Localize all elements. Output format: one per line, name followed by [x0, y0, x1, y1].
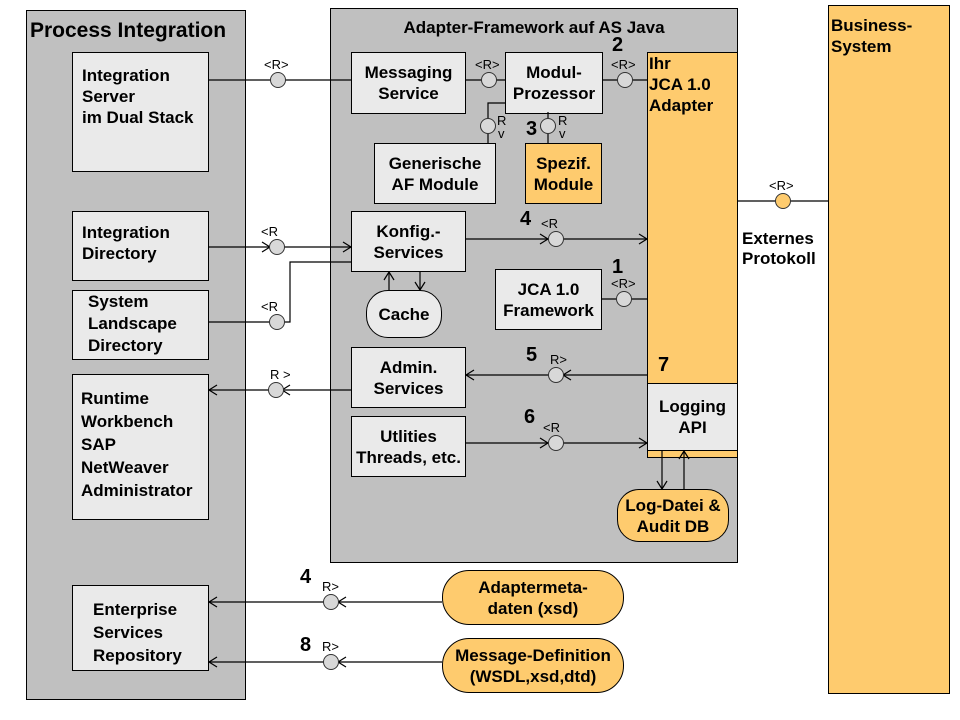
arrow-util-2	[638, 437, 649, 449]
arrow-rwb-1	[207, 384, 218, 396]
rlabel-meta: R>	[322, 579, 339, 594]
generische-af-module[interactable]: Generische AF Module	[374, 143, 496, 204]
jca-framework[interactable]: JCA 1.0 Framework	[495, 269, 602, 330]
rlabel-sld: <R	[261, 299, 278, 314]
interface-meta	[323, 594, 339, 610]
arrow-cache-up	[383, 270, 395, 281]
step-number-7: 7	[658, 354, 670, 376]
message-definition[interactable]: Message-Definition (WSDL,xsd,dtd)	[442, 638, 624, 693]
utilities-threads[interactable]: Utlities Threads, etc.	[351, 416, 466, 477]
line-sld-konfig	[209, 261, 351, 323]
rlabel-utilities: <R	[543, 420, 560, 435]
step-number-4: 4	[520, 208, 532, 230]
interface-spezif	[540, 118, 556, 134]
modul-prozessor[interactable]: Modul- Prozessor	[505, 52, 603, 114]
interface-id	[269, 239, 285, 255]
rlabel-jca-fw: <R>	[611, 276, 636, 291]
interface-generic	[480, 118, 496, 134]
integration-directory[interactable]: Integration Directory	[72, 211, 209, 281]
externes-protokoll-label: Externes Protokoll	[742, 229, 816, 268]
jca-adapter-label: Ihr JCA 1.0 Adapter	[649, 54, 714, 115]
jca-adapter[interactable]: Ihr JCA 1.0 Adapter	[647, 52, 738, 458]
rlabel-rwb: R >	[270, 367, 291, 382]
arrow-msgdef-1	[207, 656, 218, 668]
integration-server[interactable]: Integration Server im Dual Stack	[72, 52, 209, 172]
rlabel-admin: R>	[550, 352, 567, 367]
arrow-log-up	[678, 449, 690, 460]
admin-services[interactable]: Admin. Services	[351, 347, 466, 408]
adapter-framework-title: Adapter-Framework auf AS Java	[403, 18, 665, 37]
interface-is-ms	[270, 72, 286, 88]
rlabel-external: <R>	[769, 178, 794, 193]
interface-msgdef	[323, 654, 339, 670]
interface-konfig	[548, 231, 564, 247]
interface-external	[775, 193, 791, 209]
rlabel-ms-mp: <R>	[475, 57, 500, 72]
konfig-services[interactable]: Konfig.- Services	[351, 211, 466, 272]
rlabel-mp-adapter: <R>	[611, 57, 636, 72]
rlabel-spezif-r: R	[558, 113, 568, 128]
rlabel-konfig: <R	[541, 216, 558, 231]
log-datei-audit-db[interactable]: Log-Datei & Audit DB	[617, 489, 729, 542]
rlabel-msgdef: R>	[322, 639, 339, 654]
spezif-module[interactable]: Spezif. Module	[525, 143, 602, 204]
step-number-6: 6	[524, 406, 536, 428]
rlabel-id: <R	[261, 224, 278, 239]
logging-api[interactable]: Logging API	[647, 383, 738, 451]
interface-ms-mp	[481, 72, 497, 88]
rlabel-spezif-v: v	[559, 126, 566, 141]
step-number-3: 3	[526, 118, 538, 140]
step-number-1: 1	[612, 256, 624, 278]
arrow-admin-1	[464, 369, 475, 381]
interface-sld	[269, 314, 285, 330]
step-number-4-metadata: 4	[300, 566, 312, 588]
process-integration-title: Process Integration	[30, 19, 227, 42]
interface-jca-fw	[616, 291, 632, 307]
enterprise-services-repository[interactable]: Enterprise Services Repository	[72, 585, 209, 671]
business-system-label: Business- System	[831, 16, 913, 56]
step-number-5: 5	[526, 344, 538, 366]
system-landscape-directory[interactable]: System Landscape Directory	[72, 290, 209, 360]
step-number-2: 2	[612, 34, 624, 56]
arrow-meta-1	[207, 596, 218, 608]
interface-admin	[548, 367, 564, 383]
arrow-id-konfig-2	[342, 241, 353, 253]
runtime-workbench[interactable]: Runtime Workbench SAP NetWeaver Administ…	[72, 374, 209, 520]
messaging-service[interactable]: Messaging Service	[351, 52, 466, 114]
rlabel-is-ms: <R>	[264, 57, 289, 72]
rlabel-generic-v: v	[498, 126, 505, 141]
interface-utilities	[548, 435, 564, 451]
interface-mp-adapter	[617, 72, 633, 88]
rlabel-generic-r: R	[497, 113, 507, 128]
adaptermetadaten[interactable]: Adaptermeta- daten (xsd)	[442, 570, 624, 625]
arrow-log-down	[656, 480, 668, 491]
step-number-8: 8	[300, 634, 312, 656]
interface-rwb	[268, 382, 284, 398]
arrow-konfig-2	[638, 233, 649, 245]
cache[interactable]: Cache	[366, 290, 442, 338]
arrow-cache-down	[414, 281, 426, 292]
business-system[interactable]: Business- System	[828, 5, 950, 694]
